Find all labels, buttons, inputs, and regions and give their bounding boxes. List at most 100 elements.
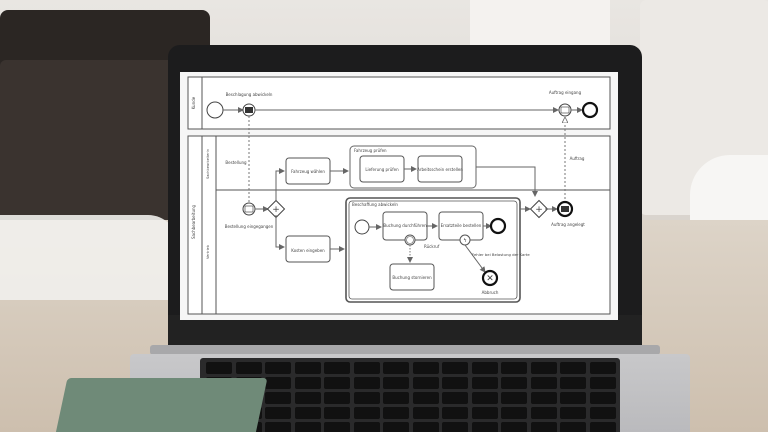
keyboard-key	[324, 377, 350, 389]
keyboard-key	[383, 392, 409, 404]
laptop-hinge	[150, 345, 660, 355]
white-chair	[0, 215, 178, 300]
label-kunde-receive: Auftrag eingang	[549, 90, 582, 95]
keyboard-key	[324, 407, 350, 419]
sub-task-storno	[389, 263, 435, 291]
keyboard-key	[442, 377, 468, 389]
keyboard-key	[324, 422, 350, 432]
keyboard-key	[471, 407, 498, 419]
task-arbeitsschein	[417, 155, 463, 183]
keyboard-key	[383, 422, 409, 432]
keyboard-key	[589, 362, 616, 374]
keyboard-key	[560, 407, 586, 419]
keyboard-key	[383, 362, 409, 374]
keyboard-key	[265, 422, 291, 432]
keyboard-key	[501, 392, 527, 404]
label-msg-right: Auftrag	[570, 156, 585, 161]
keyboard-key	[530, 362, 557, 374]
keyboard-key	[412, 377, 439, 389]
pool-label-kunde: Kunde	[191, 96, 196, 109]
keyboard-key	[324, 362, 350, 374]
keyboard-key	[412, 392, 439, 404]
keyboard-key	[383, 407, 409, 419]
keyboard-key	[265, 362, 291, 374]
label-end: Auftrag angelegt	[551, 222, 585, 227]
keyboard-key	[383, 377, 409, 389]
group-fahrzeug-pruefen-label: Fahrzeug prüfen	[354, 148, 387, 153]
label-error-note: Fehler bei Belastung der Karte	[472, 252, 530, 257]
error-end-event	[481, 269, 499, 287]
svg-text:ϟ: ϟ	[463, 238, 466, 244]
laptop-bezel	[168, 315, 642, 349]
keyboard-key	[589, 392, 616, 404]
pool-label-sachbearbeitung: Sachbearbeitung	[191, 204, 196, 239]
keyboard-key	[442, 362, 468, 374]
keyboard-key	[471, 362, 498, 374]
laptop-screen: Kunde Sachbearbeitung Sachbearbeiterin V…	[180, 72, 618, 320]
sub-start-event	[354, 219, 370, 235]
label-error-end: Abbruch	[482, 290, 499, 295]
keyboard-key	[265, 407, 291, 419]
keyboard-key	[560, 422, 586, 432]
task-fahrzeug-waehlen-label: Fahrzeug wählen	[291, 169, 325, 174]
keyboard-key	[206, 362, 232, 374]
sub-task-buchung-label: Buchung durchführen	[383, 223, 427, 228]
keyboard-key	[353, 392, 380, 404]
keyboard-key	[501, 362, 527, 374]
sub-end-event	[489, 217, 507, 235]
keyboard-key	[471, 377, 498, 389]
task-arbeitsschein-label: Arbeitsschein erstellen	[417, 167, 463, 172]
keyboard-key	[530, 377, 557, 389]
task-kosten-eingeben-label: Kosten eingeben	[291, 248, 325, 253]
keyboard-key	[294, 407, 321, 419]
chair-seat	[690, 155, 768, 225]
parallel-gateway-join	[529, 199, 549, 219]
keyboard-key	[530, 422, 557, 432]
label-kunde-send: Beschlagung abwickeln	[226, 92, 273, 97]
keyboard-key	[442, 392, 468, 404]
keyboard-key	[324, 392, 350, 404]
sub-task-storno-label: Buchung stornieren	[392, 275, 432, 280]
svg-text:✕: ✕	[486, 274, 494, 284]
keyboard-key	[530, 392, 557, 404]
keyboard-key	[353, 407, 380, 419]
keyboard-key	[353, 377, 380, 389]
lane-label-2: Vertrieb	[206, 244, 210, 259]
svg-text:+: +	[272, 205, 280, 215]
keyboard-key	[294, 377, 321, 389]
bpmn-diagram: Kunde Sachbearbeitung Sachbearbeiterin V…	[187, 76, 611, 315]
label-boundary: Rückruf	[424, 244, 440, 249]
keyboard-key	[442, 422, 468, 432]
subprocess-title: Beschaffung abwickeln	[352, 202, 398, 207]
label-msg-left: Bestellung	[225, 160, 247, 165]
keyboard-key	[560, 392, 586, 404]
keyboard-key	[412, 362, 439, 374]
task-lieferung-pruefen-label: Lieferung prüfen	[365, 167, 399, 172]
keyboard-key	[530, 407, 557, 419]
keyboard-key	[560, 377, 586, 389]
keyboard-key	[294, 422, 321, 432]
label-start-event: Bestellung eingegangen	[225, 224, 274, 229]
parallel-gateway-split	[266, 199, 286, 219]
keyboard-key	[265, 392, 291, 404]
sub-task-ersatzteile-label: Ersatzteile bestellen	[441, 223, 482, 228]
keyboard-key	[560, 362, 586, 374]
pool-kunde: Kunde	[187, 76, 611, 130]
keyboard-key	[235, 362, 262, 374]
keyboard-key	[412, 422, 439, 432]
keyboard-key	[471, 392, 498, 404]
keyboard-key	[294, 392, 321, 404]
kunde-end-event	[581, 101, 599, 119]
keyboard-key	[501, 377, 527, 389]
notebook	[52, 378, 268, 432]
keyboard-key	[353, 362, 380, 374]
keyboard-key	[589, 422, 616, 432]
keyboard-key	[471, 422, 498, 432]
sofa-seat	[0, 60, 175, 240]
keyboard-key	[265, 377, 291, 389]
keyboard-key	[589, 377, 616, 389]
keyboard-key	[412, 407, 439, 419]
keyboard-key	[501, 407, 527, 419]
keyboard-key	[353, 422, 380, 432]
